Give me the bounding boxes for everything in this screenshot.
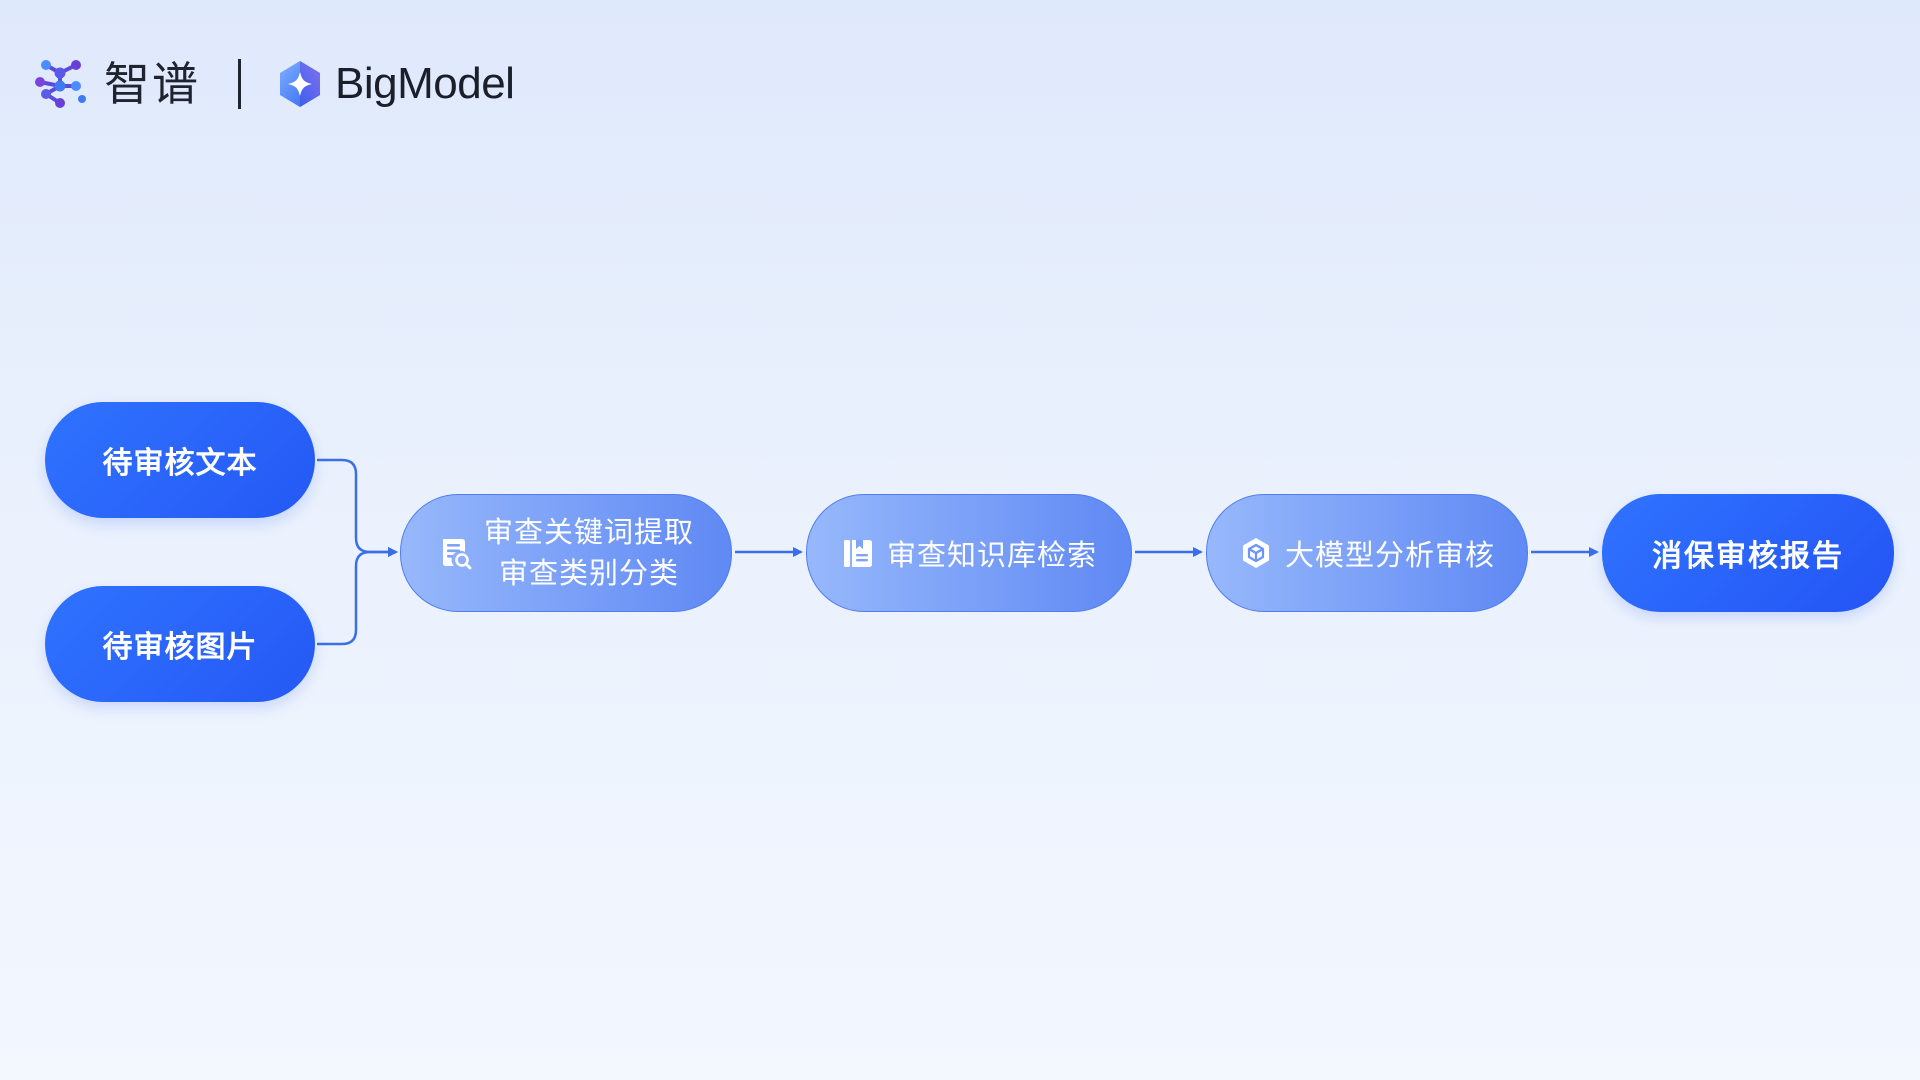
step1-line-1: 审查关键词提取 (483, 515, 694, 549)
node-input-text-label: 待审核文本 (102, 446, 258, 481)
node-input-text: 待审核文本 (45, 402, 315, 518)
brand-header: 智谱 BigModel (32, 54, 515, 114)
model-cube-icon (1242, 538, 1269, 568)
bigmodel-brand-name: BigModel (335, 59, 515, 108)
node-output-label: 消保审核报告 (1652, 539, 1844, 574)
connector-image-to-step1 (317, 547, 398, 646)
brand-divider (238, 59, 241, 109)
step2-label: 审查知识库检索 (886, 538, 1097, 572)
bigmodel-logo-icon (280, 61, 320, 107)
zhipu-brand-name: 智谱 (104, 57, 200, 111)
node-input-image: 待审核图片 (45, 586, 315, 702)
node-step-keyword-extraction: 审查关键词提取 审查类别分类 (400, 494, 732, 612)
node-output-report: 消保审核报告 (1602, 494, 1894, 612)
zhipu-logo-icon (35, 60, 86, 108)
connector-text-to-step1 (317, 458, 398, 557)
node-input-image-label: 待审核图片 (102, 630, 258, 665)
step1-line-2: 审查类别分类 (498, 556, 679, 590)
node-step-model-analysis: 大模型分析审核 (1206, 494, 1528, 612)
document-search-icon (442, 539, 472, 570)
step3-label: 大模型分析审核 (1284, 538, 1495, 572)
notebook-icon (843, 540, 872, 567)
node-step-knowledge-retrieval: 审查知识库检索 (806, 494, 1132, 612)
